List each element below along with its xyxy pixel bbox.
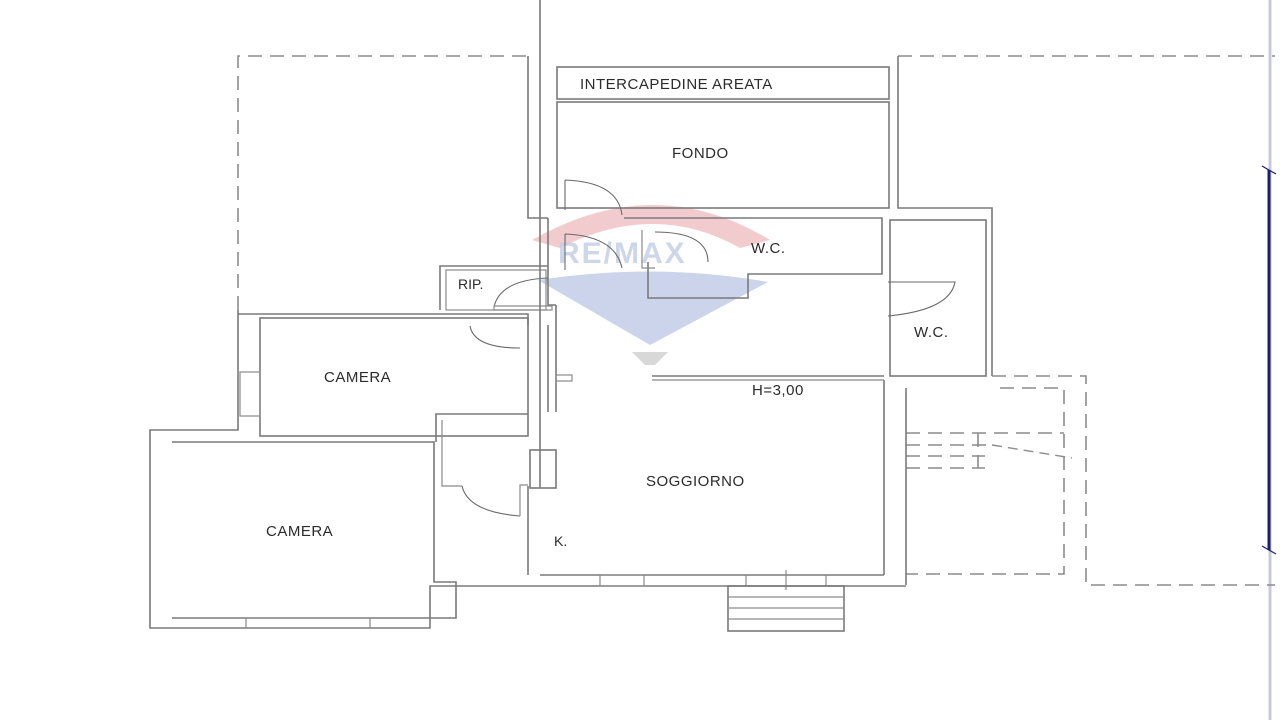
watermark-balloon-blue xyxy=(538,271,768,345)
camera2-room xyxy=(172,441,457,629)
fondo-door xyxy=(564,179,623,216)
hallway-top xyxy=(435,413,528,442)
soggiorno-room xyxy=(528,570,906,590)
wc2-walls xyxy=(889,219,987,377)
remax-watermark: RE/MAX xyxy=(532,205,770,365)
rip-label: RIP. xyxy=(458,276,483,292)
wall-stub xyxy=(555,374,573,382)
corridor-left-wall xyxy=(547,218,556,306)
camera1-walls xyxy=(259,317,529,437)
dimension-tick-bottom xyxy=(1261,545,1277,555)
camera1-window xyxy=(239,371,261,417)
camera2-label: CAMERA xyxy=(266,523,333,540)
corridor-door xyxy=(564,233,623,270)
wc1-door-jamb xyxy=(641,230,655,269)
terrace-inner xyxy=(906,387,1065,575)
kitchen-column xyxy=(529,449,557,489)
wc2-door-arc xyxy=(887,281,956,317)
wc1-room xyxy=(624,217,883,299)
lot-boundary xyxy=(237,55,1275,586)
wc1-label: W.C. xyxy=(751,240,786,257)
dimension-tick-top xyxy=(1261,165,1277,175)
hallway-inner xyxy=(441,420,462,487)
hallway xyxy=(435,0,573,575)
terrace-outer xyxy=(992,375,1275,586)
wc2-room xyxy=(887,219,987,377)
kitchen-label: K. xyxy=(554,533,567,549)
watermark-arc-red xyxy=(532,205,770,248)
outer-west-wall xyxy=(149,310,528,629)
soggiorno-window xyxy=(599,574,645,587)
hallway-door-arc xyxy=(461,485,521,517)
ceiling-height-label: H=3,00 xyxy=(752,382,804,399)
north-block-right-wall xyxy=(897,56,993,376)
watermark-text: RE/MAX xyxy=(558,237,687,270)
wc2-label: W.C. xyxy=(914,324,949,341)
camera1-label: CAMERA xyxy=(324,369,391,386)
intercapedine-label: INTERCAPEDINE AREATA xyxy=(580,76,773,93)
wc1-door-arc xyxy=(654,231,709,263)
rip-outer xyxy=(439,265,548,310)
north-block-left-wall xyxy=(527,56,548,219)
camera2-walls xyxy=(172,441,457,619)
soggiorno-label: SOGGIORNO xyxy=(646,473,745,490)
rip-room xyxy=(439,265,553,311)
hallway-door-leaf xyxy=(519,484,528,516)
fondo-room xyxy=(556,101,890,209)
fondo-label: FONDO xyxy=(672,145,729,162)
intercapedine-room xyxy=(556,66,890,100)
lot-boundary-left xyxy=(237,55,528,310)
camera1-door-arc xyxy=(469,325,521,349)
camera1-room xyxy=(149,310,529,629)
entry-steps xyxy=(727,585,845,632)
camera2-window xyxy=(245,617,371,629)
dimension-indicator xyxy=(1261,0,1277,720)
camera1-top-wall xyxy=(238,313,529,325)
rip-door-leaf xyxy=(493,305,553,311)
north-block xyxy=(527,56,993,376)
stair-arrow xyxy=(991,444,1073,459)
wc1-walls xyxy=(624,217,883,299)
watermark-basket xyxy=(632,352,668,365)
